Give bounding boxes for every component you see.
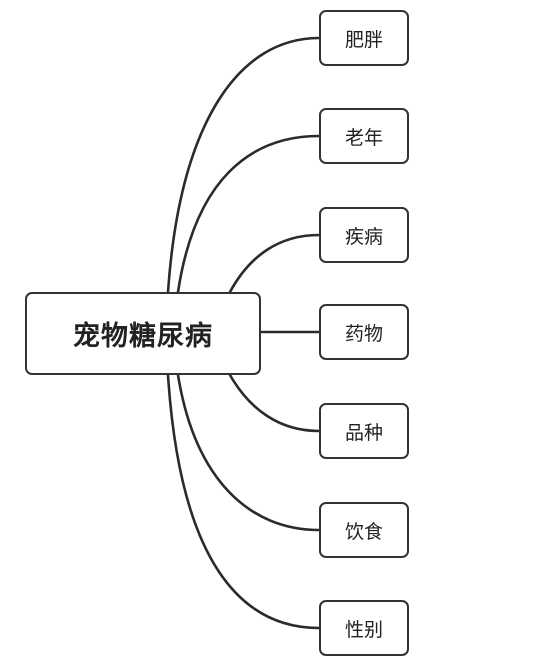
connector-疾病 <box>228 233 321 294</box>
branch-topic: 老年 <box>319 108 409 164</box>
connector-肥胖 <box>166 36 321 294</box>
branch-topic: 品种 <box>319 403 409 459</box>
branch-topic: 药物 <box>319 304 409 360</box>
branch-topic: 肥胖 <box>319 10 409 66</box>
connector-性别 <box>166 373 321 630</box>
connector-饮食 <box>176 373 321 532</box>
branch-topic: 性别 <box>319 600 409 656</box>
branch-topic: 疾病 <box>319 207 409 263</box>
central-topic: 宠物糖尿病 <box>25 292 261 375</box>
connector-品种 <box>228 373 321 433</box>
connector-老年 <box>176 134 321 294</box>
branch-topic: 饮食 <box>319 502 409 558</box>
